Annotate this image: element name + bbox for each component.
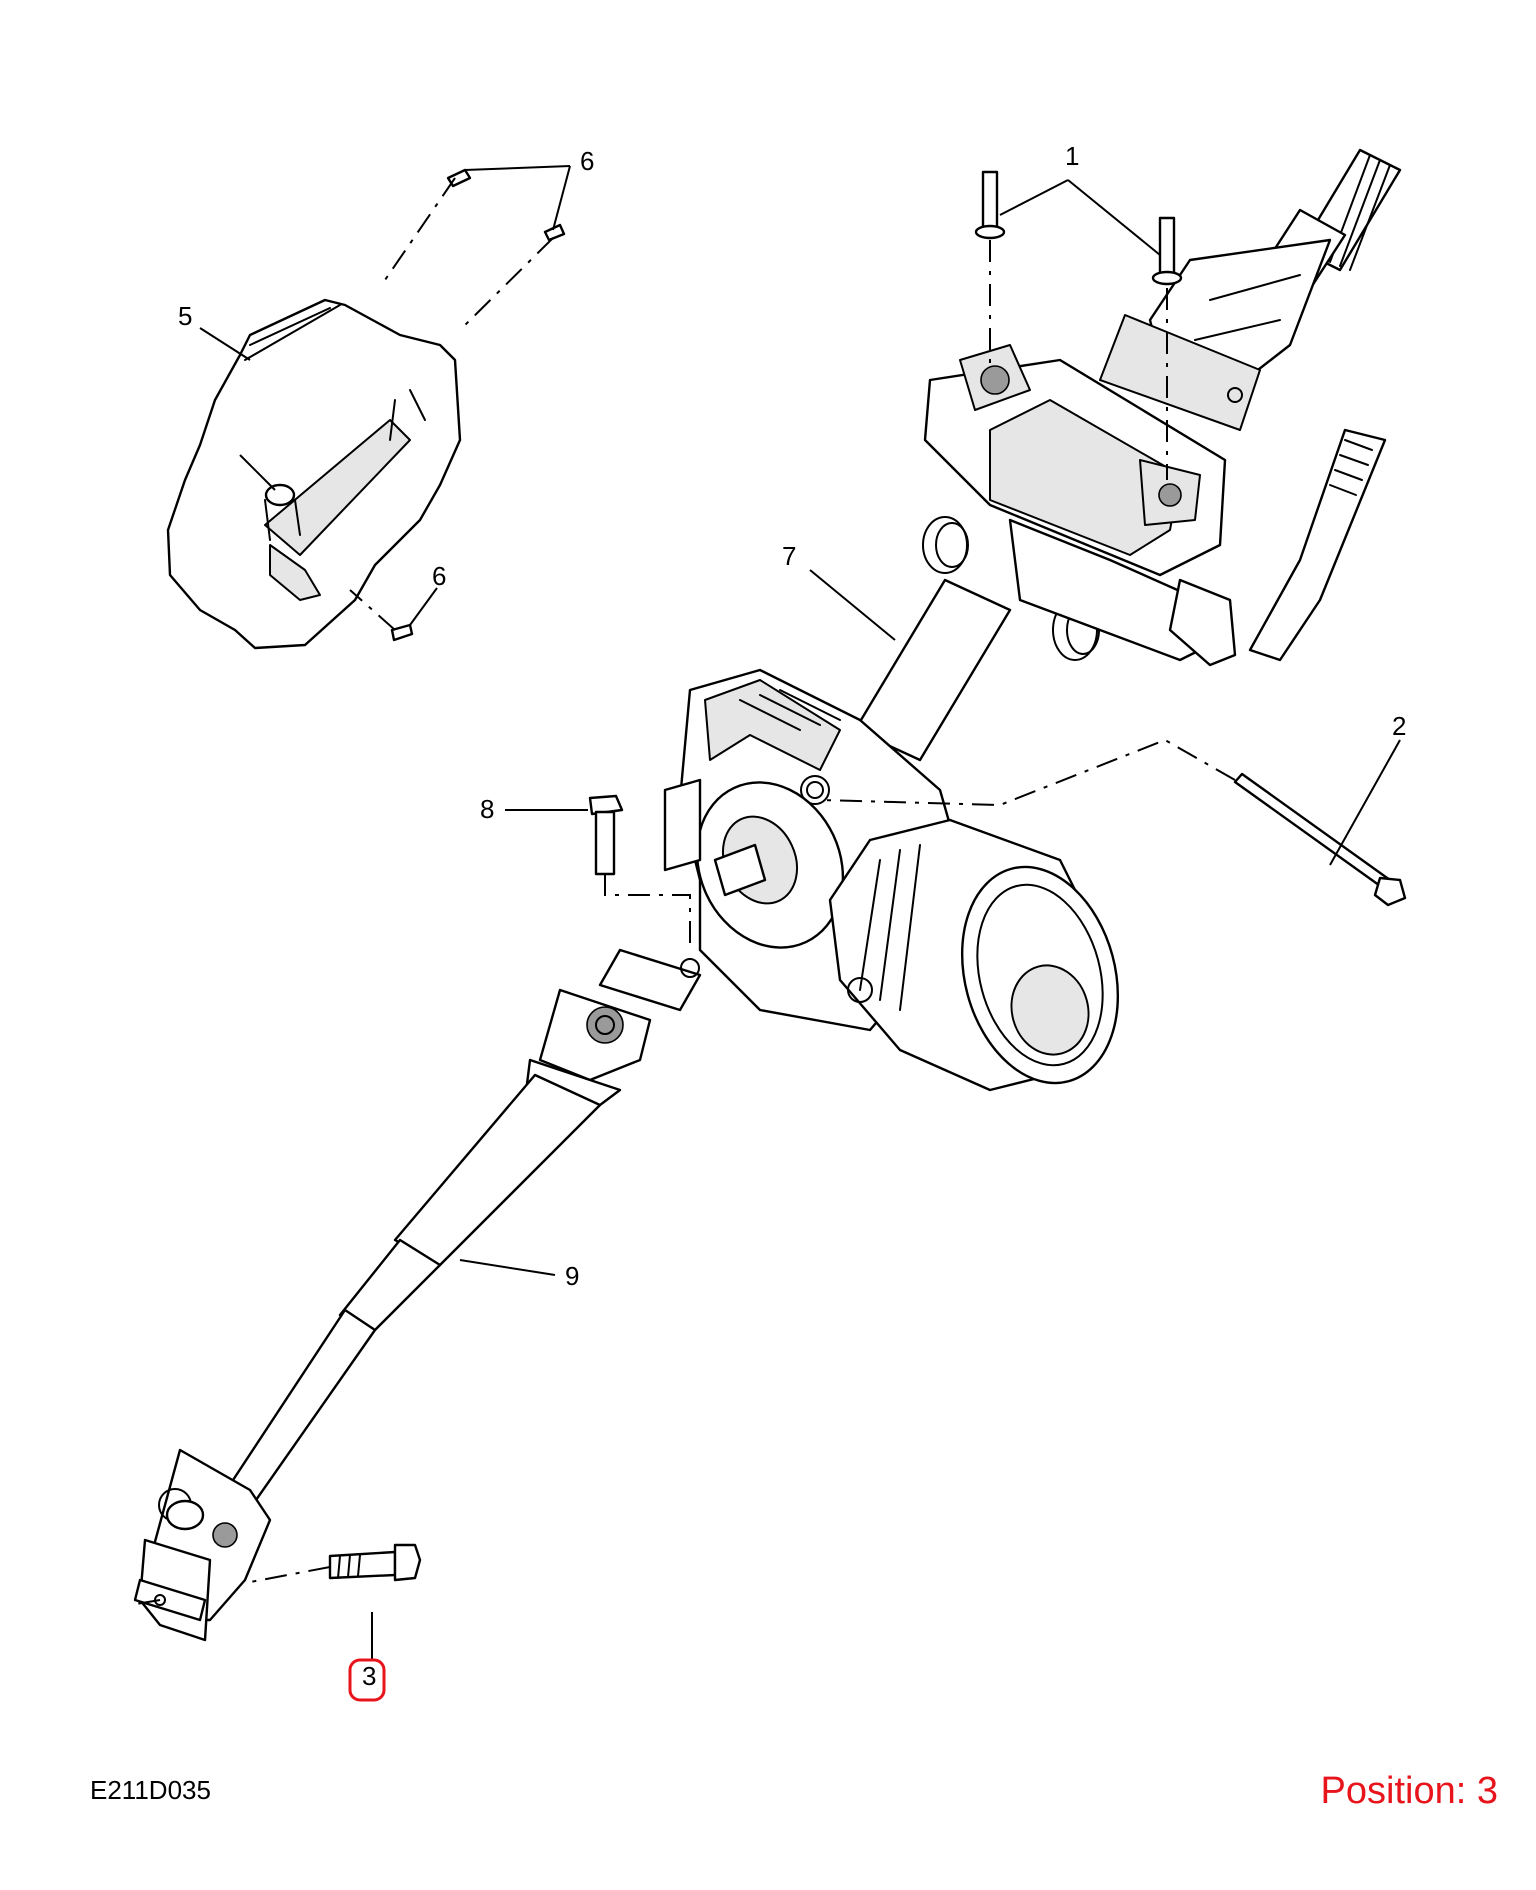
callout-3[interactable]: 3 [362, 1661, 376, 1691]
callout-6-top[interactable]: 6 [580, 146, 594, 176]
callout-2[interactable]: 2 [1392, 711, 1406, 741]
callout-1[interactable]: 1 [1065, 141, 1079, 171]
callout-3-highlight [348, 1658, 386, 1702]
diagram-id-code: E211D035 [90, 1775, 211, 1805]
leader-lines [199, 165, 1401, 1660]
column-tube [853, 578, 1012, 762]
callout-6-bottom[interactable]: 6 [432, 561, 446, 591]
column-mounting-bolts [974, 170, 1183, 286]
shroud-screws [390, 168, 566, 642]
intermediate-shaft [133, 948, 702, 1642]
assembly-lines [129, 177, 1236, 1606]
callout-7[interactable]: 7 [782, 541, 796, 571]
motor-bracket-bolt [588, 794, 624, 876]
pinch-bolt [328, 1543, 422, 1582]
callout-8[interactable]: 8 [480, 794, 494, 824]
power-steering-motor [663, 668, 1120, 1092]
callouts: 1 2 3 5 6 6 7 8 9 [178, 141, 1406, 1691]
callout-9[interactable]: 9 [565, 1261, 579, 1291]
position-label: Position: 3 [1320, 1770, 1498, 1812]
upper-column-assembly [922, 148, 1402, 667]
callout-5[interactable]: 5 [178, 301, 192, 331]
steering-column-shroud [166, 298, 462, 650]
long-through-bolt [1233, 772, 1407, 907]
